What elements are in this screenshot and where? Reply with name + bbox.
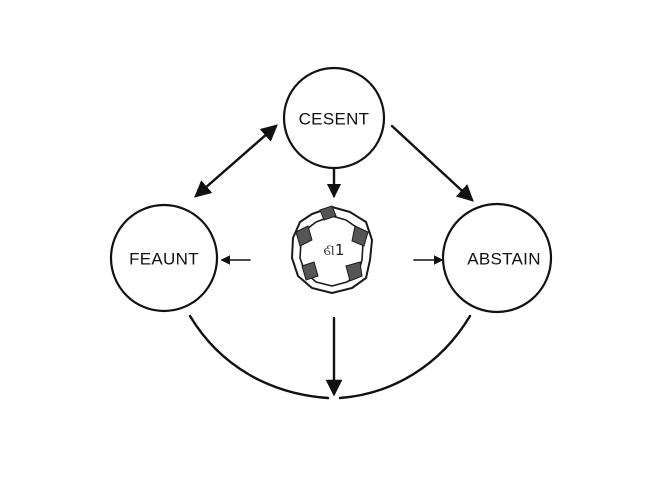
node-left: FEAUNT: [109, 203, 219, 313]
edge-feaunt-bottom: [188, 314, 330, 400]
edge-cesent-feaunt: [194, 124, 278, 198]
chain-ring-icon: ଣ1: [291, 205, 373, 294]
node-top-label: CESENT: [299, 110, 370, 129]
edge-cesent-abstain: [390, 124, 474, 202]
node-left-label: FEAUNT: [129, 250, 199, 269]
node-top: CESENT: [282, 66, 386, 170]
hub-label: ଣ1: [324, 241, 345, 259]
edges: [188, 124, 474, 400]
node-right: ABSTAIN: [441, 202, 553, 314]
edge-abstain-bottom: [338, 314, 472, 400]
node-right-label: ABSTAIN: [467, 250, 541, 269]
